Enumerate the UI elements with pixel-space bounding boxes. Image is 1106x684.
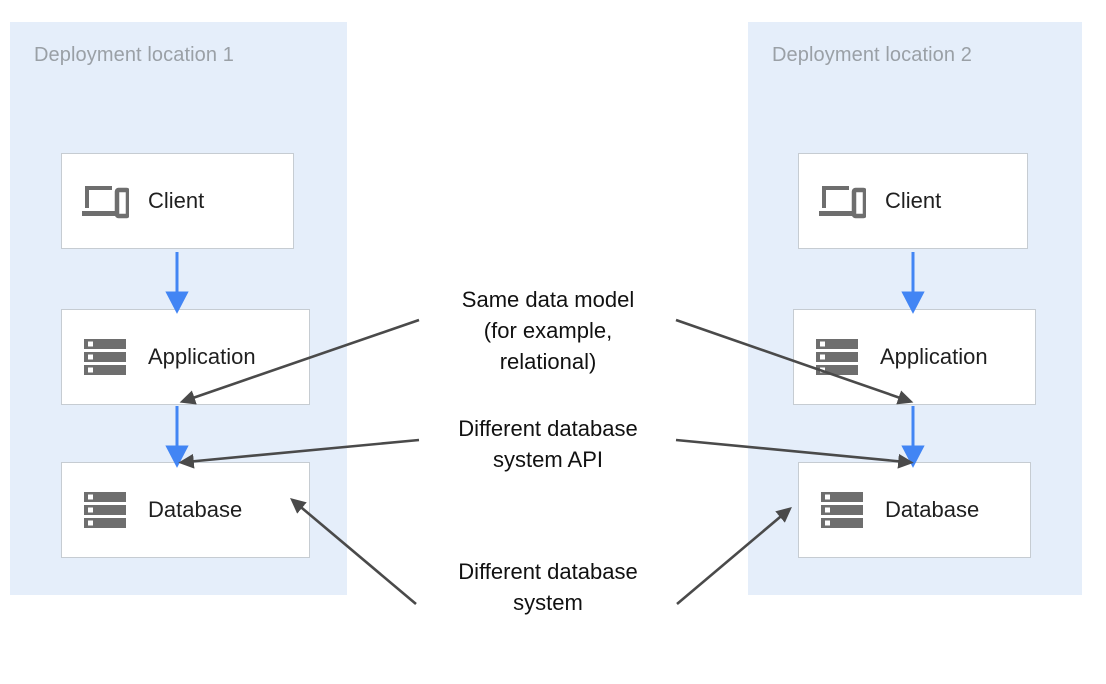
deployment-location-1-title: Deployment location 1 xyxy=(34,44,234,66)
node-app-1[interactable]: Application xyxy=(61,309,310,405)
server-icon xyxy=(62,338,148,376)
node-database-2[interactable]: Database xyxy=(798,462,1031,558)
annotation-different-database-system-api: Different database system API xyxy=(458,416,638,472)
deployment-location-2-title: Deployment location 2 xyxy=(772,44,972,66)
node-client-1[interactable]: Client xyxy=(61,153,294,249)
devices-icon xyxy=(62,182,148,220)
devices-icon xyxy=(799,182,885,220)
server-icon xyxy=(799,491,885,529)
node-database-1[interactable]: Database xyxy=(61,462,310,558)
server-icon xyxy=(794,338,880,376)
annotation-same-data-model: Same data model (for example, relational… xyxy=(461,287,635,374)
node-client-2-label: Client xyxy=(885,188,942,213)
node-app-2-label: Application xyxy=(880,344,988,369)
server-icon xyxy=(62,491,148,529)
node-client-2[interactable]: Client xyxy=(798,153,1028,249)
node-app-2[interactable]: Application xyxy=(793,309,1036,405)
node-app-1-label: Application xyxy=(148,344,256,369)
node-database-1-label: Database xyxy=(148,497,243,522)
node-client-1-label: Client xyxy=(148,188,205,213)
node-database-2-label: Database xyxy=(885,497,980,522)
annotation-different-database-system: Different database system xyxy=(458,559,638,615)
